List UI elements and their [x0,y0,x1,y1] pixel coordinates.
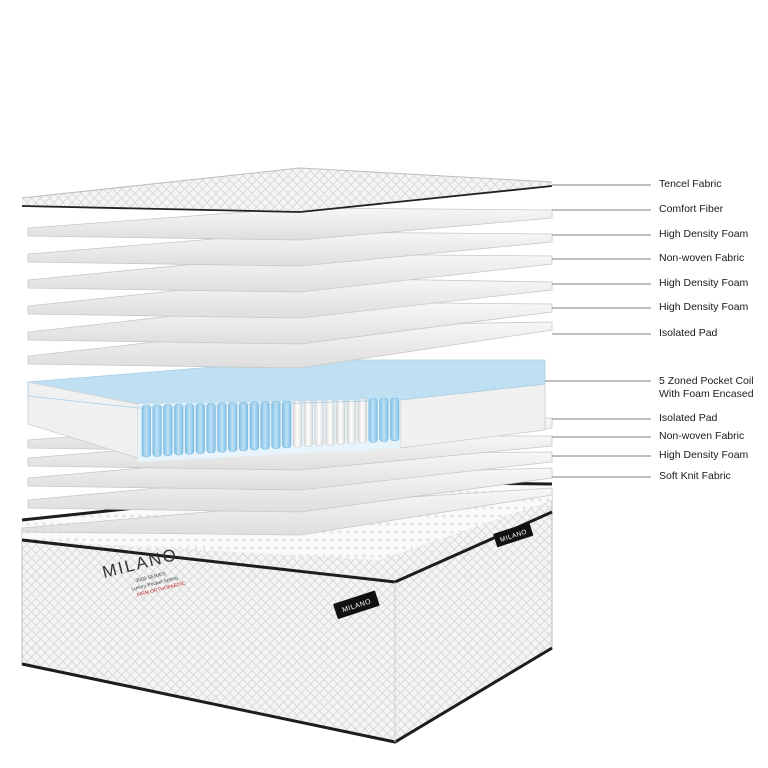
coil-spring [271,401,281,449]
side-badge: MILANO [333,590,380,619]
coil-spring [336,399,346,445]
coil-spring [357,398,367,444]
coil-spring [368,398,378,443]
coil-spring [184,403,195,455]
coil-spring [303,400,313,447]
leader-lines [545,184,651,478]
coil-spring [249,401,259,451]
coil-spring [325,399,335,446]
label-high-density-foam-1: High Density Foam [659,228,749,240]
label-isolated-pad-2: Isolated Pad [659,412,718,424]
coil-spring [217,402,227,453]
coil-spring [141,404,151,458]
coil-spring [152,404,162,457]
label-high-density-foam-2: High Density Foam [659,277,749,289]
label-pocket-coil: 5 Zoned Pocket Coil [659,375,754,387]
coil-spring [174,403,184,456]
label-soft-knit-fabric: Soft Knit Fabric [659,470,731,482]
coil-spring [228,402,238,452]
coil-springs [141,397,400,458]
label-comfort-fiber: Comfort Fiber [659,203,724,215]
coil-spring [260,401,270,450]
coil-spring [163,404,173,456]
coil-spring [292,400,303,448]
pocket-coil-block [27,359,546,462]
label-high-density-foam-4: High Density Foam [659,449,749,461]
coil-spring [390,397,400,442]
coil-spring [282,400,292,449]
label-non-woven-fabric-1: Non-woven Fabric [659,252,745,264]
coil-spring [314,399,324,447]
label-high-density-foam-3: High Density Foam [659,301,749,313]
coil-spring [195,403,205,454]
coil-spring [238,402,249,451]
coil-spring [379,398,389,442]
label-isolated-pad-1: Isolated Pad [659,327,718,339]
label-non-woven-fabric-2: Non-woven Fabric [659,430,745,442]
tencel-top-layer [21,167,553,213]
upper-sheets [27,207,553,369]
label-tencel-fabric: Tencel Fabric [659,178,722,190]
label-pocket-coil-line2: With Foam Encased [659,388,754,400]
coil-spring [206,402,216,454]
coil-spring [346,399,357,444]
